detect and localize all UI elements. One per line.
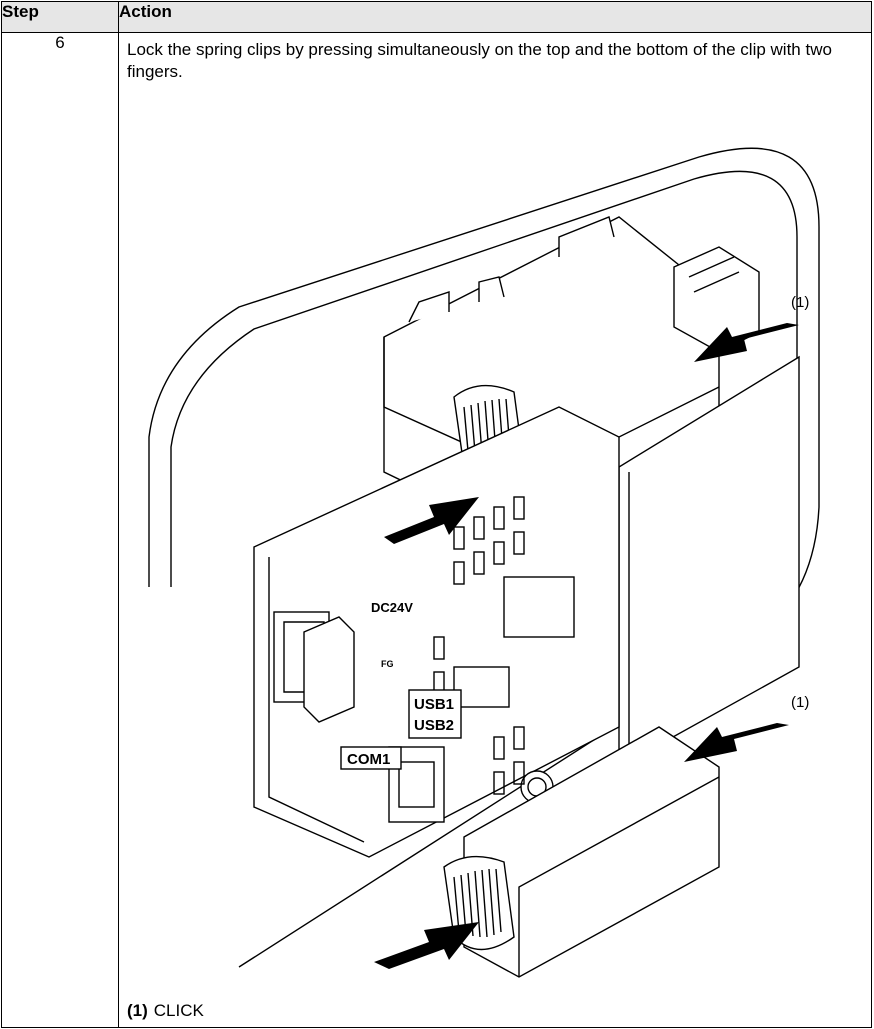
rear-body	[253, 406, 620, 858]
instruction-text: Lock the spring clips by pressing simult…	[127, 40, 832, 81]
press-arrow-bottom	[374, 922, 479, 969]
callout-bottom: (1)	[791, 694, 809, 711]
action-cell: Lock the spring clips by pressing simult…	[118, 32, 872, 1028]
usb1-label: USB1	[414, 696, 454, 713]
step-number: 6	[1, 32, 119, 1028]
device-illustration: DC24V FG COM1 USB1 USB2	[119, 107, 871, 983]
press-arrow-top	[384, 497, 479, 544]
dc24v-label: DC24V	[371, 600, 413, 615]
legend-key: (1)	[127, 1001, 148, 1020]
power-connector	[303, 616, 355, 723]
table-row: 6 Lock the spring clips by pressing simu…	[1, 32, 872, 1028]
click-arrow-top	[694, 323, 799, 362]
fg-label: FG	[381, 659, 394, 669]
header-row: Step Action	[1, 1, 872, 33]
usb2-label: USB2	[414, 717, 454, 734]
com1-label: COM1	[347, 751, 390, 768]
lower-clip-housing	[463, 726, 720, 978]
header-action: Action	[118, 1, 872, 33]
click-arrow-bottom	[684, 723, 789, 762]
vent-slots	[433, 496, 525, 795]
header-step: Step	[1, 1, 119, 33]
callout-top: (1)	[791, 294, 809, 311]
legend: (1) CLICK	[127, 1001, 204, 1021]
panel-bezel	[170, 170, 798, 587]
legend-text: CLICK	[153, 1001, 204, 1020]
